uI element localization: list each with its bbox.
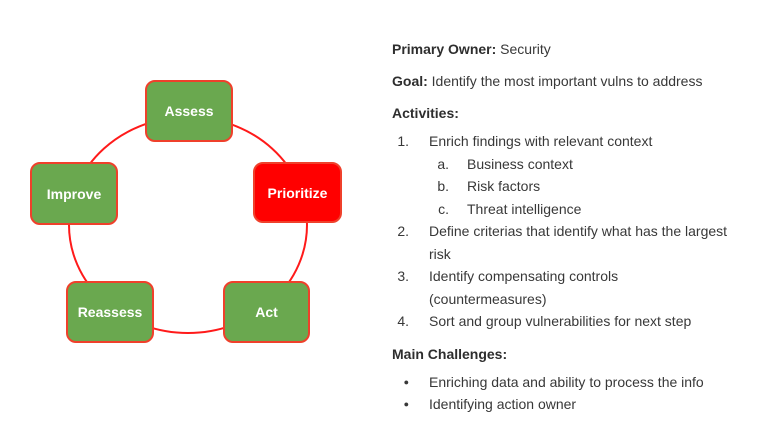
- main-challenges-list: ● Enriching data and ability to process …: [392, 371, 728, 416]
- main-challenges-heading: Main Challenges:: [392, 345, 508, 362]
- notes-panel: Primary Owner: Security Goal: Identify t…: [392, 40, 728, 428]
- goal-line: Goal: Identify the most important vulns …: [392, 72, 728, 91]
- list-item: 1. Enrich findings with relevant context: [392, 130, 728, 153]
- bullet-glyph: ●: [403, 399, 409, 409]
- list-item-text: Sort and group vulnerabilities for next …: [429, 313, 692, 329]
- list-item: 4. Sort and group vulnerabilities for ne…: [392, 310, 728, 333]
- list-item-marker: 4.: [397, 313, 409, 329]
- cycle-node-reassess-label: Reassess: [77, 304, 143, 320]
- activities-list: 1. Enrich findings with relevant context…: [392, 130, 728, 333]
- list-item-text: Enrich findings with relevant context: [429, 133, 653, 149]
- list-subitem: c. Threat intelligence: [392, 198, 728, 221]
- list-item-marker: 3.: [397, 268, 409, 284]
- cycle-node-improve-label: Improve: [46, 185, 102, 202]
- cycle-node-reassess: Reassess: [66, 281, 154, 343]
- list-subitem-text: Threat intelligence: [467, 200, 582, 217]
- bullet-glyph: ●: [403, 376, 409, 387]
- vulnerability-cycle-diagram: Assess Prioritize Act Reassess Improve: [30, 80, 342, 343]
- list-item-text: Identify compensating controls (counterm…: [429, 268, 619, 307]
- primary-owner-label: Primary Owner:: [392, 41, 497, 57]
- list-item-marker: 1.: [397, 133, 409, 149]
- list-item: 2. Define criterias that identify what h…: [392, 220, 728, 265]
- primary-owner-value: Security: [496, 41, 551, 57]
- cycle-node-assess-label: Assess: [164, 103, 214, 119]
- goal-label: Goal:: [392, 73, 428, 89]
- cycle-node-act: Act: [223, 281, 310, 343]
- list-subitem: a. Business context: [392, 153, 728, 176]
- list-item: 3. Identify compensating controls (count…: [392, 265, 728, 310]
- cycle-node-assess: Assess: [145, 80, 233, 142]
- goal-value: Identify the most important vulns to add…: [427, 73, 703, 89]
- list-subitem-text: Business context: [467, 155, 573, 172]
- bullet-item: ● Identifying action owner: [392, 393, 728, 416]
- bullet-item: ● Enriching data and ability to process …: [392, 371, 728, 394]
- list-item-marker: 2.: [397, 223, 409, 239]
- bullet-item-text: Enriching data and ability to process th…: [429, 373, 704, 390]
- cycle-node-improve: Improve: [30, 162, 118, 225]
- cycle-node-act-label: Act: [255, 304, 278, 320]
- list-subitem-marker: c.: [438, 200, 449, 217]
- primary-owner-line: Primary Owner: Security: [392, 40, 728, 59]
- bullet-item-text: Identifying action owner: [429, 396, 577, 412]
- list-item-text: Define criterias that identify what has …: [429, 223, 728, 262]
- list-subitem-marker: b.: [437, 178, 449, 194]
- list-subitem-text: Risk factors: [467, 178, 541, 194]
- list-subitem-marker: a.: [437, 155, 449, 172]
- cycle-node-prioritize: Prioritize: [253, 162, 342, 223]
- list-subitem: b. Risk factors: [392, 175, 728, 198]
- activities-heading: Activities:: [392, 105, 459, 121]
- cycle-node-prioritize-label: Prioritize: [267, 184, 328, 201]
